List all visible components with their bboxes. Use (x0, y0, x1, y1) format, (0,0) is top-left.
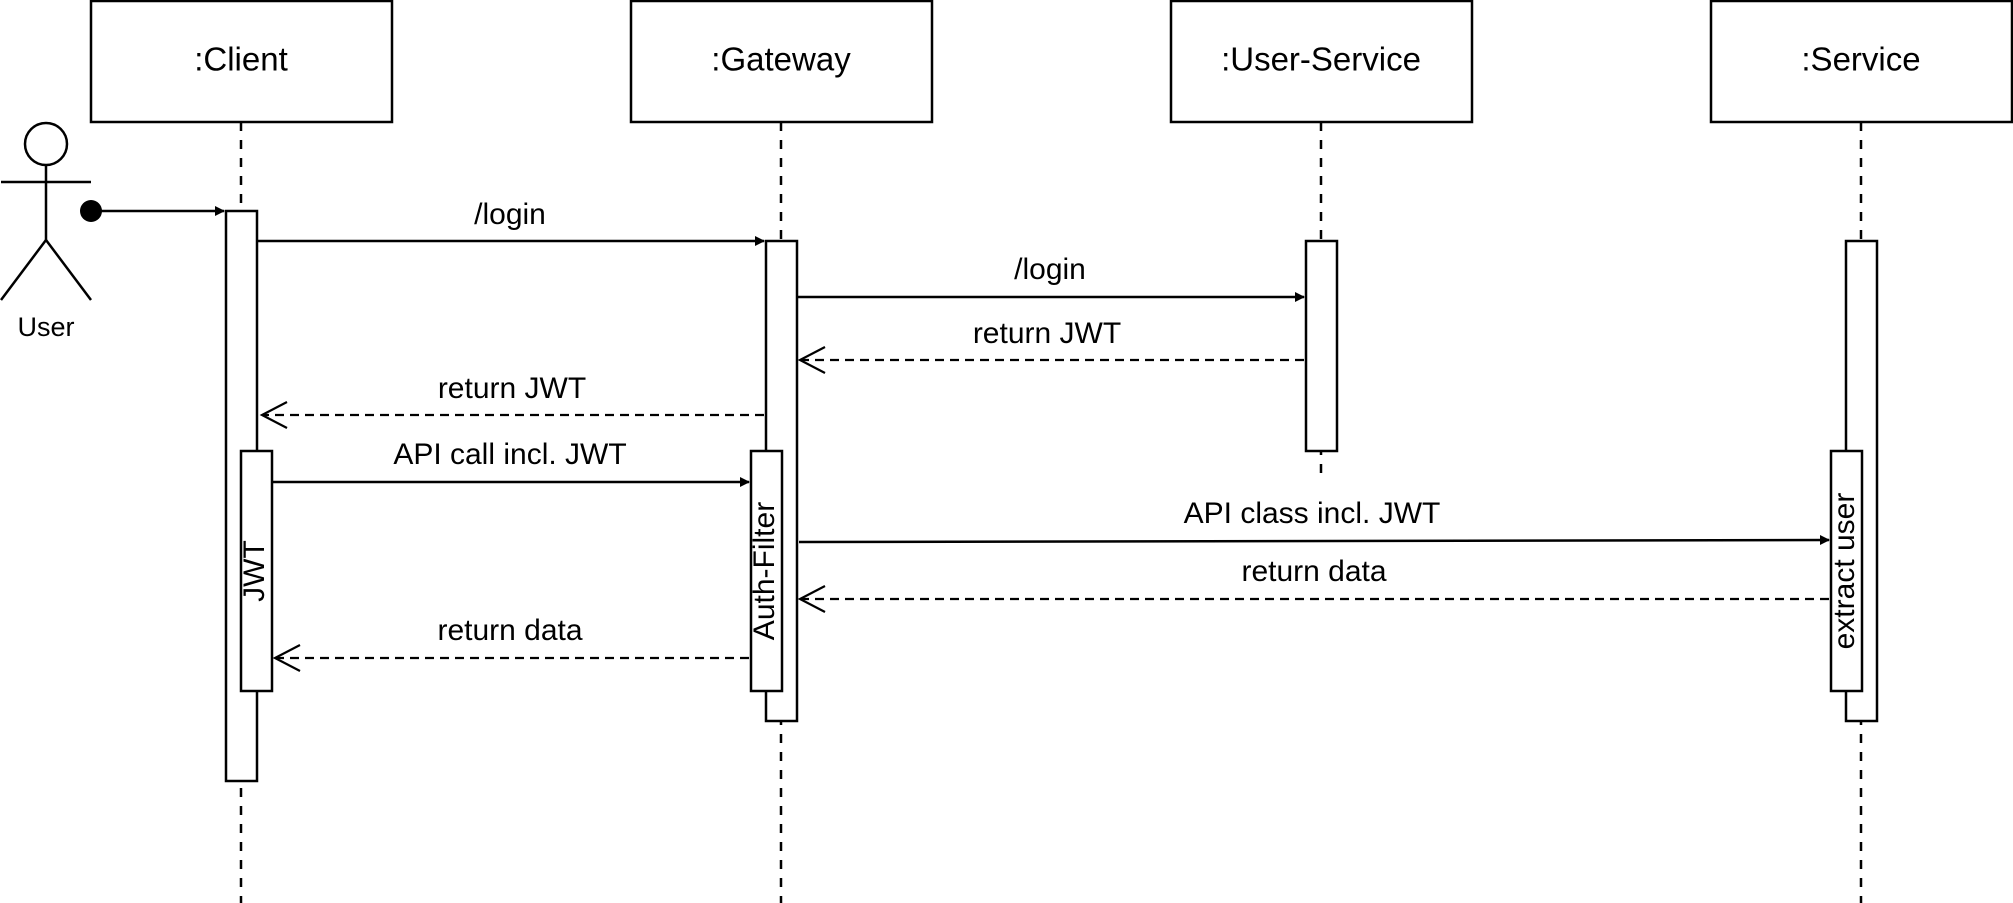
message-api-call-client-gateway: API call incl. JWT (272, 438, 750, 487)
message-label: return JWT (438, 372, 586, 405)
message-return-data-gateway-client: return data (272, 614, 749, 672)
participant-service: :Service (1709, 0, 2013, 124)
message-label: return JWT (973, 317, 1121, 350)
participant-client: :Client (89, 0, 394, 124)
message-label: API call incl. JWT (393, 438, 626, 471)
message-label: /login (1014, 253, 1086, 286)
activation-label-auth-filter: Auth-Filter (748, 502, 781, 640)
participant-gateway: :Gateway (629, 0, 934, 124)
message-return-jwt-userservice-gateway: return JWT (797, 317, 1304, 374)
activation-label-extract-user: extract user (1828, 493, 1861, 650)
message-label: return data (437, 614, 582, 647)
participant-client-label: :Client (194, 41, 288, 78)
actor-left-leg (0, 239, 47, 301)
actor-head (23, 121, 69, 167)
actor-right-leg (45, 239, 92, 301)
message-label: /login (474, 198, 546, 231)
activation-user-service (1304, 239, 1339, 453)
message-login-gateway-userservice: /login (797, 253, 1305, 302)
message-return-data-service-gateway: return data (797, 555, 1829, 613)
actor-user: User (0, 121, 92, 342)
message-login-client-gateway: /login (257, 198, 765, 246)
activation-client-jwt (239, 449, 274, 693)
participant-service-label: :Service (1801, 41, 1920, 78)
activation-service-extract-user (1829, 449, 1864, 693)
message-return-jwt-gateway-client: return JWT (259, 372, 764, 429)
activation-label-jwt: JWT (238, 540, 271, 602)
actor-label: User (17, 312, 74, 342)
participant-gateway-label: :Gateway (711, 41, 851, 78)
activation-gateway-auth-filter (749, 449, 784, 693)
participant-user-service: :User-Service (1169, 0, 1474, 124)
message-found-start (80, 200, 225, 222)
message-label: return data (1241, 555, 1386, 588)
message-api-class-gateway-service: API class incl. JWT (798, 497, 1830, 546)
message-label: API class incl. JWT (1184, 497, 1441, 530)
participant-user-service-label: :User-Service (1221, 41, 1421, 78)
